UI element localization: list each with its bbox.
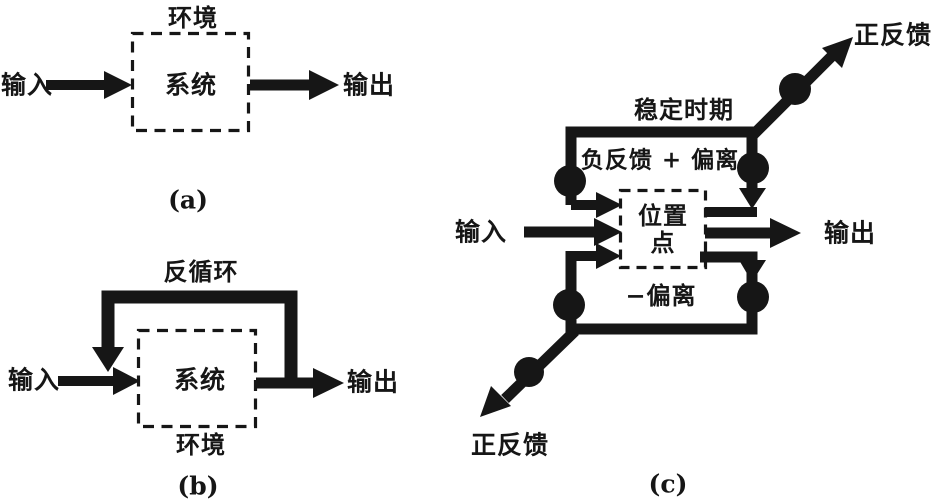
junction-dot-top-right (737, 152, 769, 184)
environment-label-b: 环境 (176, 429, 226, 459)
positive-feedback-top-label: 正反馈 (853, 20, 933, 50)
environment-label-a: 环境 (168, 2, 218, 32)
output-arrow-c (705, 218, 801, 248)
position-point-label-line1: 位置 (638, 201, 688, 231)
negative-feedback-label: 负反馈 + 偏离 (580, 146, 740, 174)
output-label-a: 输出 (342, 70, 396, 100)
position-point-label-line2: 点 (650, 228, 676, 258)
caption-c: (c) (648, 469, 688, 499)
feedback-loop-label-b: 反循环 (163, 256, 239, 286)
input-arrow-c (524, 218, 622, 246)
positive-feedback-bottom-label: 正反馈 (470, 430, 550, 460)
input-arrow-a (46, 71, 132, 99)
input-label-b: 输入 (7, 365, 61, 395)
input-arrow-b (58, 367, 140, 395)
junction-dot-diagonal-bottom (514, 357, 544, 387)
output-label-b: 输出 (346, 367, 400, 397)
output-arrow-a (250, 70, 339, 100)
junction-dot-diagonal-top (779, 73, 811, 105)
feedback-loop-b (92, 290, 298, 386)
caption-a: (a) (168, 185, 208, 215)
input-label-c: 输入 (454, 217, 508, 247)
diagram-b-shapes (58, 290, 344, 429)
system-label-b: 系统 (173, 365, 227, 395)
system-dashed-box-a (130, 31, 251, 133)
junction-dot-top-left (554, 165, 586, 197)
diagram-a-shapes (46, 31, 339, 133)
output-label-c: 输出 (823, 218, 877, 248)
system-dashed-box-b (136, 328, 258, 429)
diagram-c-shapes (480, 37, 853, 417)
negative-deviation-label: −偏离 (625, 280, 697, 310)
position-point-label: 位置 点 (638, 201, 688, 258)
system-label-a: 系统 (164, 70, 218, 100)
caption-b: (b) (177, 471, 219, 500)
stable-period-label: 稳定时期 (634, 94, 734, 124)
output-arrow-b (256, 368, 344, 398)
junction-dot-bottom-right (737, 281, 769, 313)
input-label-a: 输入 (0, 70, 54, 100)
junction-dot-bottom-left (553, 289, 585, 321)
